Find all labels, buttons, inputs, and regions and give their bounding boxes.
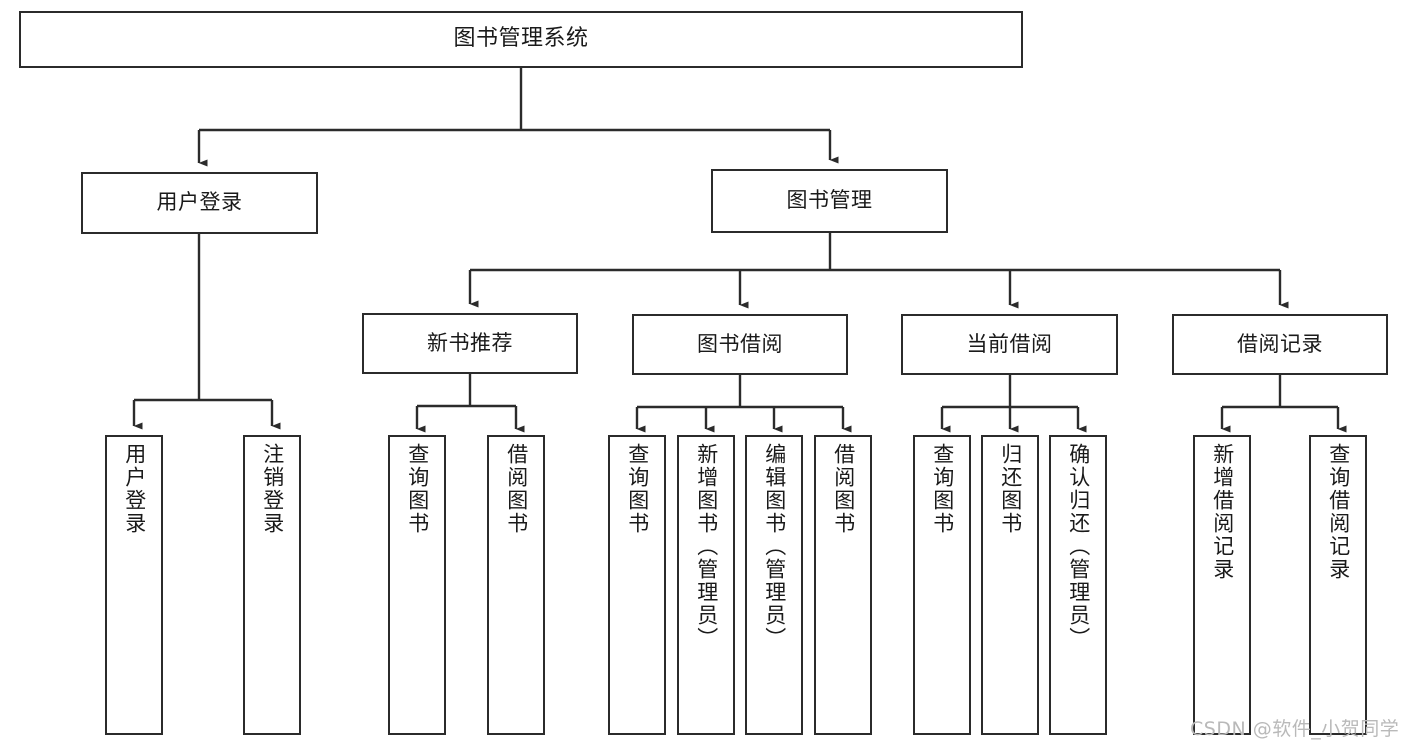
node-label: 查询图书 bbox=[930, 443, 955, 535]
leaf-book-borrow-add-book-admin[interactable]: 新增图书（管理员） bbox=[677, 435, 735, 735]
node-book-borrowing[interactable]: 图书借阅 bbox=[632, 314, 848, 375]
node-label: 用户登录 bbox=[122, 443, 147, 535]
node-borrowing-records[interactable]: 借阅记录 bbox=[1172, 314, 1388, 375]
leaf-book-borrow-edit-book-admin[interactable]: 编辑图书（管理员） bbox=[745, 435, 803, 735]
csdn-watermark: CSDN @软件_小贺同学 bbox=[1190, 718, 1400, 740]
node-root-book-management-system[interactable]: 图书管理系统 bbox=[19, 11, 1023, 68]
node-label: 确认归还（管理员） bbox=[1066, 443, 1091, 650]
leaf-new-book-query-books[interactable]: 查询图书 bbox=[388, 435, 446, 735]
node-book-management[interactable]: 图书管理 bbox=[711, 169, 948, 233]
leaf-borrow-record-query-record[interactable]: 查询借阅记录 bbox=[1309, 435, 1367, 735]
node-label: 借阅记录 bbox=[1237, 331, 1323, 356]
leaf-book-borrow-query-books[interactable]: 查询图书 bbox=[608, 435, 666, 735]
node-label: 当前借阅 bbox=[966, 331, 1053, 356]
node-label: 用户登录 bbox=[156, 190, 243, 215]
node-label: 借阅图书 bbox=[831, 443, 856, 535]
node-label: 注销登录 bbox=[260, 443, 285, 535]
leaf-user-login-logout[interactable]: 注销登录 bbox=[243, 435, 301, 735]
node-label: 查询图书 bbox=[405, 443, 430, 535]
leaf-current-borrow-query-books[interactable]: 查询图书 bbox=[913, 435, 971, 735]
node-label: 图书管理 bbox=[786, 188, 873, 213]
node-label: 查询借阅记录 bbox=[1326, 443, 1351, 581]
leaf-new-book-borrow-books[interactable]: 借阅图书 bbox=[487, 435, 545, 735]
node-label: 新增图书（管理员） bbox=[694, 443, 719, 650]
leaf-user-login-login[interactable]: 用户登录 bbox=[105, 435, 163, 735]
node-new-book-recommendation[interactable]: 新书推荐 bbox=[362, 313, 578, 374]
node-label: 新增借阅记录 bbox=[1210, 443, 1235, 581]
node-current-borrowing[interactable]: 当前借阅 bbox=[901, 314, 1118, 375]
node-label: 图书管理系统 bbox=[453, 26, 589, 52]
node-user-login[interactable]: 用户登录 bbox=[81, 172, 318, 234]
leaf-borrow-record-add-record[interactable]: 新增借阅记录 bbox=[1193, 435, 1251, 735]
node-label: 图书借阅 bbox=[697, 331, 783, 356]
node-label: 新书推荐 bbox=[427, 330, 513, 355]
node-label: 编辑图书（管理员） bbox=[762, 443, 787, 650]
node-label: 查询图书 bbox=[625, 443, 650, 535]
node-label: 借阅图书 bbox=[504, 443, 529, 535]
leaf-current-borrow-confirm-return-admin[interactable]: 确认归还（管理员） bbox=[1049, 435, 1107, 735]
node-label: 归还图书 bbox=[998, 443, 1023, 535]
leaf-current-borrow-return-books[interactable]: 归还图书 bbox=[981, 435, 1039, 735]
leaf-book-borrow-borrow-books[interactable]: 借阅图书 bbox=[814, 435, 872, 735]
